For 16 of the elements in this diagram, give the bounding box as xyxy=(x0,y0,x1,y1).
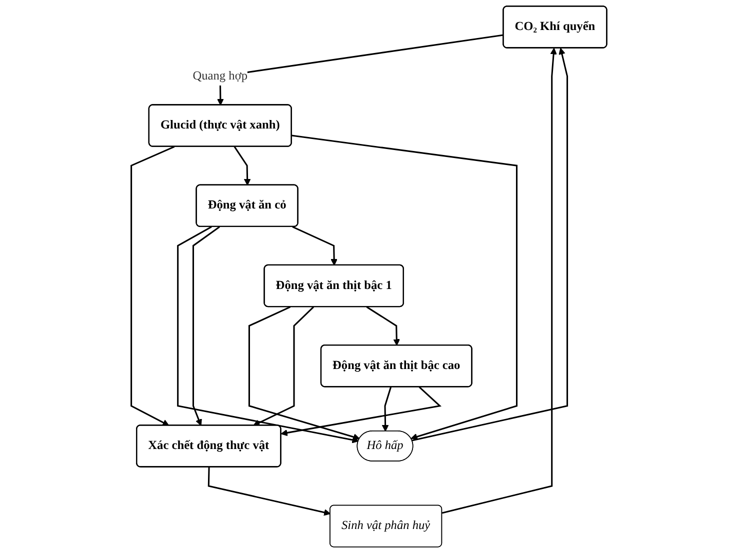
arrow xyxy=(192,226,220,426)
arrow xyxy=(217,34,504,106)
arrow xyxy=(253,306,314,426)
arrow xyxy=(382,386,392,432)
arrow xyxy=(292,134,518,440)
arrow xyxy=(442,48,557,514)
arrow xyxy=(234,146,251,186)
arrow xyxy=(130,146,175,426)
edge-label: Quang hợp xyxy=(192,69,248,82)
arrow xyxy=(248,306,360,440)
arrow xyxy=(280,386,442,436)
arrow xyxy=(292,226,338,266)
arrow xyxy=(366,306,400,346)
arrow xyxy=(177,226,359,444)
arrow xyxy=(208,467,331,516)
arrow xyxy=(412,48,568,442)
